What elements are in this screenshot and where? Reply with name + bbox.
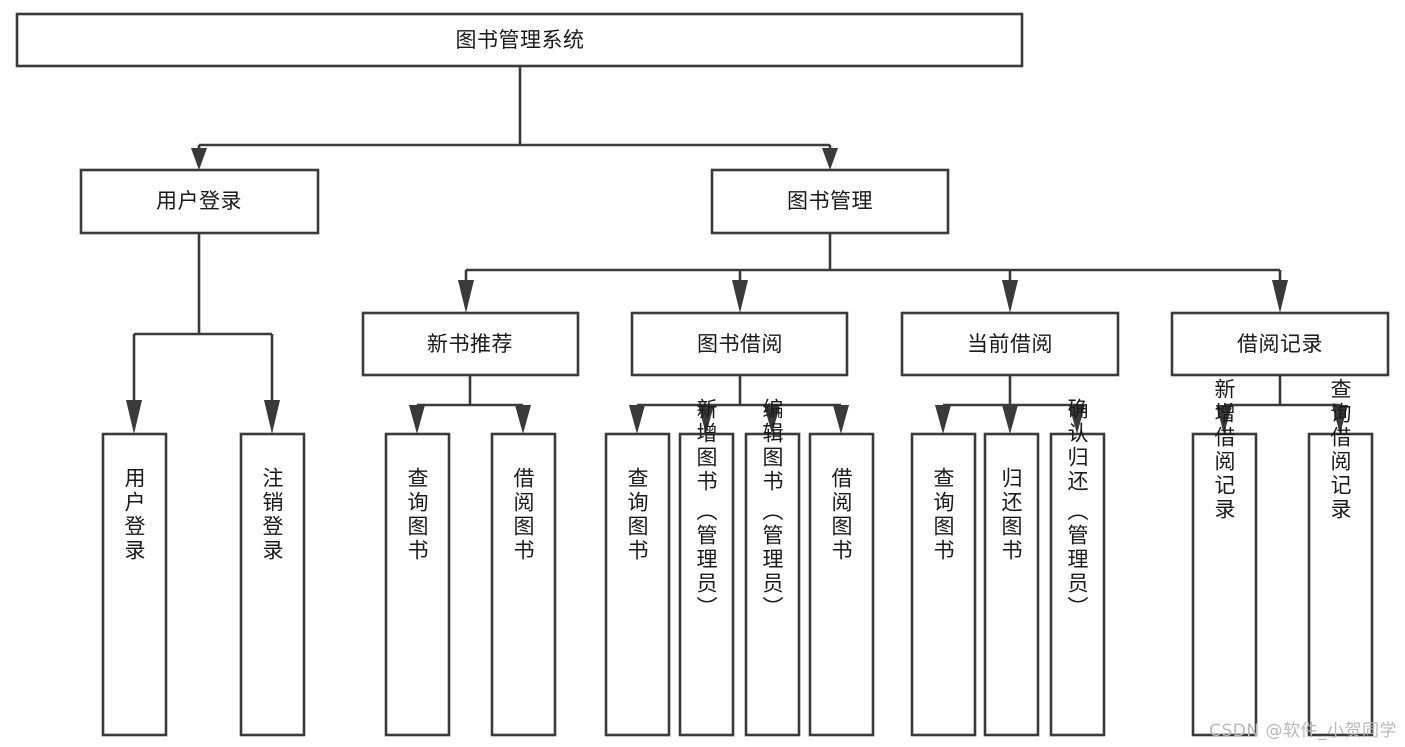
leaf-borrow-book-2-box[interactable] bbox=[808, 432, 875, 737]
arrow-to-leaf-query-book-1 bbox=[409, 405, 425, 434]
leaf-user-logout-box[interactable] bbox=[239, 432, 306, 737]
node-book-borrow-label: 图书借阅 bbox=[697, 332, 783, 356]
arrow-root-to-book-management bbox=[822, 148, 838, 170]
node-user-login-label: 用户登录 bbox=[156, 189, 242, 213]
arrow-to-leaf-query-book-2 bbox=[629, 405, 645, 434]
node-book-management[interactable]: 图书管理 bbox=[710, 168, 950, 235]
arrow-to-borrow-record bbox=[1272, 280, 1288, 313]
leaf-add-book[interactable]: 新增图书 （管理员） bbox=[678, 398, 735, 737]
leaf-borrow-book-2[interactable]: 借阅图书 bbox=[808, 432, 875, 737]
arrow-to-book-borrow bbox=[732, 280, 748, 313]
arrow-to-leaf-confirm-return bbox=[1069, 405, 1085, 434]
arrow-to-leaf-query-book-3 bbox=[935, 405, 951, 434]
leaf-add-record-box[interactable] bbox=[1191, 432, 1258, 737]
connector-group-current-borrow bbox=[935, 375, 1085, 434]
leaf-query-book-1-box[interactable] bbox=[384, 432, 451, 737]
node-book-management-label: 图书管理 bbox=[787, 189, 873, 213]
leaf-user-login-label: 用户登录 bbox=[122, 467, 146, 563]
leaf-confirm-return-label-line2: （管理员） bbox=[1065, 500, 1089, 620]
leaf-user-logout-label: 注销登录 bbox=[260, 467, 284, 563]
node-borrow-record-label: 借阅记录 bbox=[1237, 332, 1323, 356]
leaf-borrow-book-2-label: 借阅图书 bbox=[829, 467, 853, 563]
leaf-edit-book-label-line2: （管理员） bbox=[760, 500, 784, 620]
leaf-query-book-3-box[interactable] bbox=[910, 432, 977, 737]
leaf-add-book-label-line2: （管理员） bbox=[694, 500, 718, 620]
arrow-to-new-book-recommend bbox=[458, 280, 474, 313]
leaf-add-record-label: 新增借阅记录 bbox=[1212, 378, 1236, 522]
node-new-book-recommend[interactable]: 新书推荐 bbox=[361, 311, 580, 377]
leaf-edit-book[interactable]: 编辑图书 （管理员） bbox=[744, 398, 801, 737]
leaf-query-record-box[interactable] bbox=[1307, 432, 1374, 737]
leaf-add-book-box[interactable] bbox=[678, 432, 735, 737]
leaf-borrow-book-1-box[interactable] bbox=[490, 432, 557, 737]
connector-group-book-management bbox=[458, 233, 1288, 313]
node-borrow-record-box[interactable] bbox=[1170, 311, 1390, 377]
leaf-user-login[interactable]: 用户登录 bbox=[101, 432, 168, 737]
arrow-to-current-borrow bbox=[1002, 280, 1018, 313]
arrow-to-leaf-user-logout bbox=[264, 400, 280, 434]
arrow-to-leaf-query-record bbox=[1332, 405, 1348, 434]
node-borrow-record[interactable]: 借阅记录 bbox=[1170, 311, 1390, 377]
leaf-return-book-box[interactable] bbox=[983, 432, 1040, 737]
leaf-query-book-1-label: 查询图书 bbox=[405, 467, 429, 563]
node-user-login-box[interactable] bbox=[79, 168, 320, 235]
node-book-management-box[interactable] bbox=[710, 168, 950, 235]
csdn-watermark: CSDN @软件_小贺同学 bbox=[1209, 721, 1397, 741]
node-new-book-recommend-label: 新书推荐 bbox=[427, 332, 513, 356]
leaf-return-book[interactable]: 归还图书 bbox=[983, 432, 1040, 737]
arrow-root-to-user-login bbox=[191, 148, 207, 170]
connector-group-root bbox=[191, 66, 838, 170]
leaf-confirm-return[interactable]: 确认归还 （管理员） bbox=[1049, 398, 1106, 737]
connector-group-book-borrow bbox=[629, 375, 849, 434]
arrow-to-leaf-add-book bbox=[698, 405, 714, 434]
arrow-to-leaf-add-record bbox=[1216, 405, 1232, 434]
leaf-edit-book-box[interactable] bbox=[744, 432, 801, 737]
arrow-to-leaf-edit-book bbox=[764, 405, 780, 434]
node-current-borrow[interactable]: 当前借阅 bbox=[900, 311, 1120, 377]
leaf-query-book-1[interactable]: 查询图书 bbox=[384, 432, 451, 737]
leaf-add-book-label-line1: 新增图书 bbox=[694, 398, 718, 494]
arrow-to-leaf-user-login bbox=[126, 400, 142, 434]
leaf-return-book-label: 归还图书 bbox=[999, 467, 1023, 563]
node-root-box[interactable] bbox=[15, 12, 1024, 68]
leaf-query-book-2[interactable]: 查询图书 bbox=[604, 432, 671, 737]
node-new-book-recommend-box[interactable] bbox=[361, 311, 580, 377]
node-root-label: 图书管理系统 bbox=[456, 28, 585, 52]
arrow-to-leaf-borrow-book-2 bbox=[833, 405, 849, 434]
node-current-borrow-box[interactable] bbox=[900, 311, 1120, 377]
leaf-query-book-3-label: 查询图书 bbox=[931, 467, 955, 563]
leaf-confirm-return-label-line1: 确认归还 bbox=[1065, 398, 1089, 494]
leaf-user-logout[interactable]: 注销登录 bbox=[239, 432, 306, 737]
leaf-query-record-label: 查询借阅记录 bbox=[1328, 378, 1352, 522]
leaf-query-book-2-box[interactable] bbox=[604, 432, 671, 737]
connector-group-new-book-recommend bbox=[409, 375, 531, 434]
leaf-borrow-book-1[interactable]: 借阅图书 bbox=[490, 432, 557, 737]
connector-group-borrow-record bbox=[1216, 375, 1348, 434]
arrow-to-leaf-borrow-book-1 bbox=[515, 405, 531, 434]
leaf-borrow-book-1-label: 借阅图书 bbox=[511, 467, 535, 563]
leaf-query-record[interactable]: 查询借阅记录 bbox=[1307, 378, 1374, 737]
leaf-edit-book-label-line1: 编辑图书 bbox=[760, 398, 784, 494]
leaf-add-record[interactable]: 新增借阅记录 bbox=[1191, 378, 1258, 737]
node-current-borrow-label: 当前借阅 bbox=[967, 332, 1053, 356]
leaf-query-book-3[interactable]: 查询图书 bbox=[910, 432, 977, 737]
leaf-query-book-2-label: 查询图书 bbox=[625, 467, 649, 563]
node-book-borrow[interactable]: 图书借阅 bbox=[630, 311, 849, 377]
node-book-borrow-box[interactable] bbox=[630, 311, 849, 377]
node-user-login[interactable]: 用户登录 bbox=[79, 168, 320, 235]
arrow-to-leaf-return-book bbox=[1002, 405, 1018, 434]
leaf-confirm-return-box[interactable] bbox=[1049, 432, 1106, 737]
leaf-user-login-box[interactable] bbox=[101, 432, 168, 737]
connector-group-user-login bbox=[126, 233, 280, 434]
node-root[interactable]: 图书管理系统 bbox=[15, 12, 1024, 68]
